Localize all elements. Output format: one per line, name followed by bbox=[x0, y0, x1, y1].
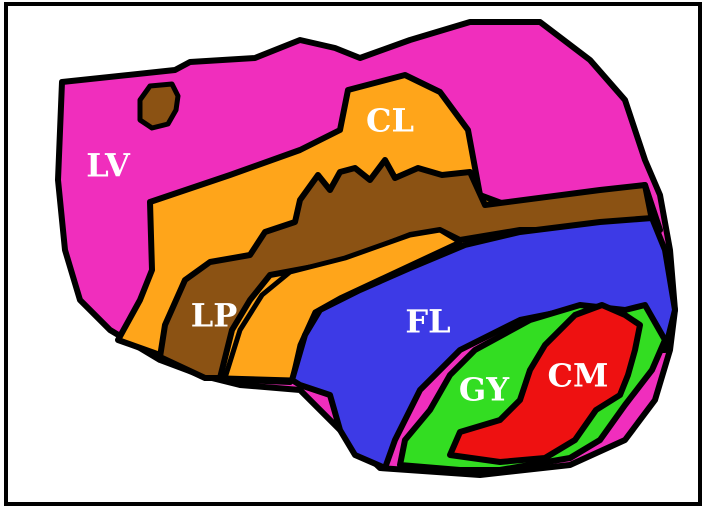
region-lp bbox=[157, 157, 655, 381]
region-cm bbox=[447, 302, 643, 465]
region-lp-notch bbox=[137, 81, 181, 131]
label-cl: CL bbox=[366, 102, 414, 140]
label-gy: GY bbox=[459, 371, 510, 409]
label-fl: FL bbox=[405, 303, 450, 341]
label-lp: LP bbox=[191, 297, 238, 335]
label-cm: CM bbox=[548, 357, 609, 395]
label-lv: LV bbox=[86, 147, 131, 185]
